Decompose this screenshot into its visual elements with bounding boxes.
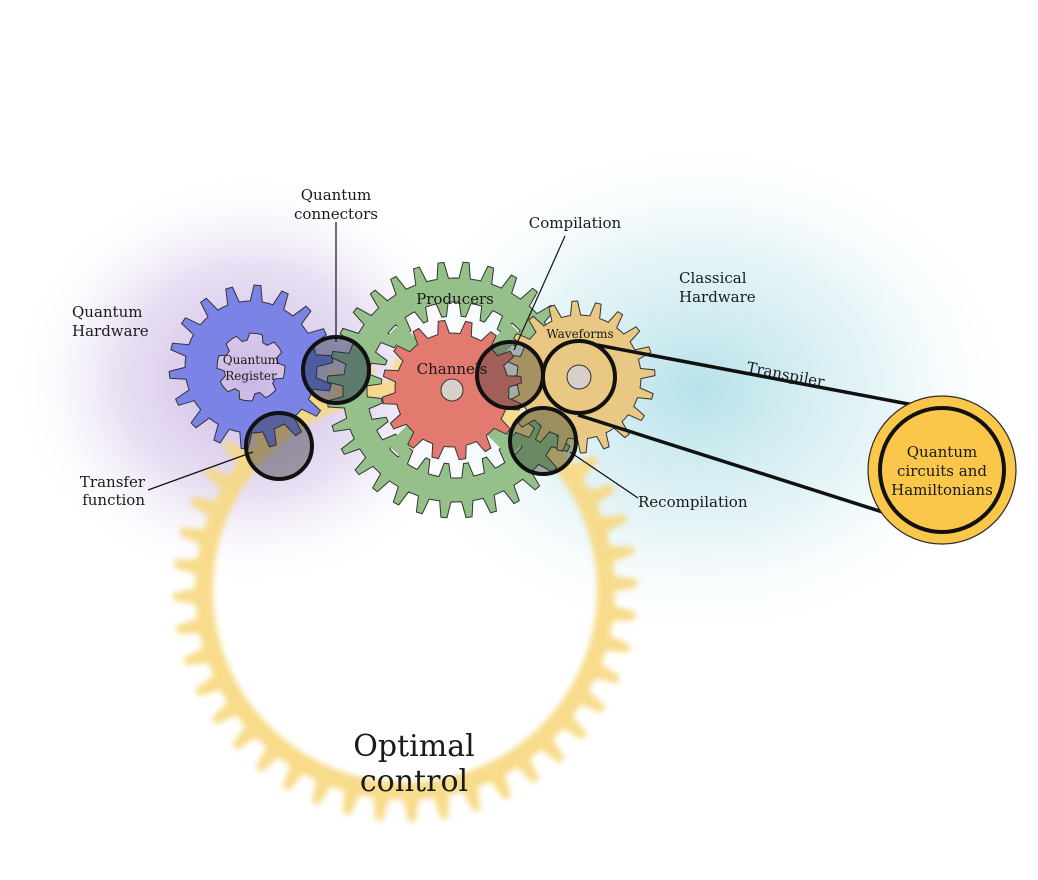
transpiler-belts (577, 343, 941, 517)
belt-top (596, 343, 941, 412)
transfer-function-mesh (244, 411, 314, 481)
producers-gear (326, 261, 584, 519)
circuits-label-3: Hamiltonians (891, 481, 993, 499)
circuits-disk (867, 395, 1017, 545)
optimal-control-label-2: control (360, 764, 468, 799)
gears (168, 261, 656, 519)
quantum-connector-mesh (301, 335, 371, 405)
compilation-leader (513, 235, 566, 351)
quantum-hardware-label-1: Quantum (72, 303, 142, 321)
waveforms-hub-mesh (541, 339, 617, 415)
leader-lines (147, 222, 639, 499)
quantum-register-label-2: Register (225, 369, 277, 383)
optimal-control-label-1: Optimal (353, 729, 474, 764)
classical-hardware-glow (370, 130, 1030, 650)
background-glows (10, 130, 1030, 650)
channels-axle (440, 378, 464, 402)
waveforms-label: Waveforms (546, 327, 613, 341)
quantum-connectors-label-1: Quantum (301, 186, 371, 204)
transfer-function-label-2: function (82, 491, 145, 509)
quantum-register-gear (168, 284, 334, 450)
quantum-register-label-1: Quantum (223, 353, 280, 367)
recompilation-leader (569, 451, 639, 499)
circuits-label-2: circuits and (897, 462, 987, 480)
waveforms-axle (566, 364, 592, 390)
belt-bottom (577, 413, 893, 517)
quantum-hardware-label-2: Hardware (72, 322, 149, 340)
transfer-function-label-1: Transfer (80, 473, 146, 491)
classical-hardware-label-1: Classical (679, 269, 747, 287)
quantum-hardware-glow (10, 170, 490, 590)
classical-hardware-label-2: Hardware (679, 288, 756, 306)
channels-label: Channels (417, 360, 488, 378)
compilation-label: Compilation (529, 214, 622, 232)
quantum-connectors-label-2: connectors (294, 205, 378, 223)
circuits-label-1: Quantum (907, 443, 977, 461)
transfer-function-leader (147, 451, 254, 491)
recompilation-label: Recompilation (638, 493, 748, 511)
producers-label: Producers (416, 290, 494, 308)
recompilation-mesh (508, 406, 578, 476)
circuits-disk-inner (878, 406, 1006, 534)
